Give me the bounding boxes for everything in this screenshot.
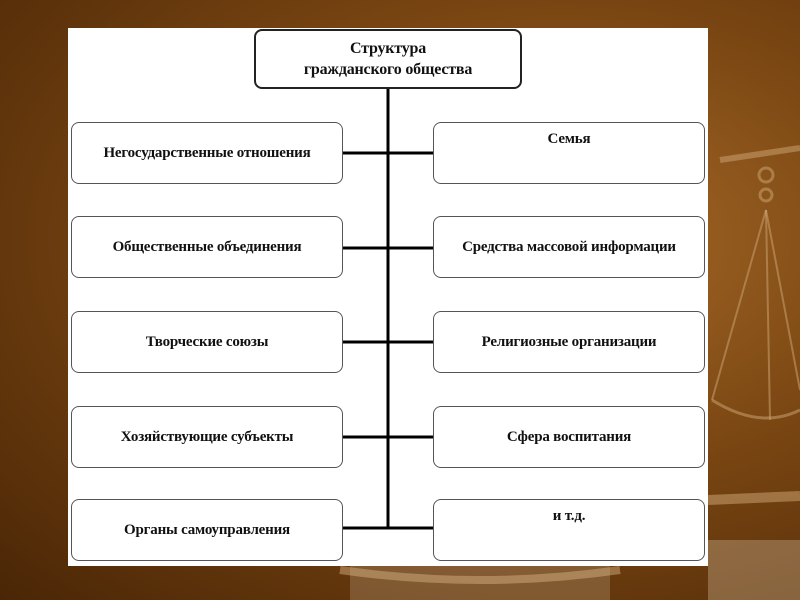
connector-lines — [343, 89, 433, 530]
node-right-2: Средства массовой информации — [433, 216, 705, 278]
node-right-1: Семья — [433, 122, 705, 184]
node-left-2: Общественные объединения — [71, 216, 343, 278]
node-right-5: и т.д. — [433, 499, 705, 561]
diagram-slide: Структура гражданского общества Негосуда… — [68, 28, 708, 566]
root-node: Структура гражданского общества — [254, 29, 522, 89]
node-left-5: Органы самоуправления — [71, 499, 343, 561]
node-right-4: Сфера воспитания — [433, 406, 705, 468]
node-left-4: Хозяйствующие субъекты — [71, 406, 343, 468]
root-title-line-1: Структура — [349, 40, 427, 57]
node-left-3: Творческие союзы — [71, 311, 343, 373]
root-title-line-2: гражданского общества — [303, 61, 473, 78]
node-left-1: Негосударственные отношения — [71, 122, 343, 184]
node-right-3: Религиозные организации — [433, 311, 705, 373]
